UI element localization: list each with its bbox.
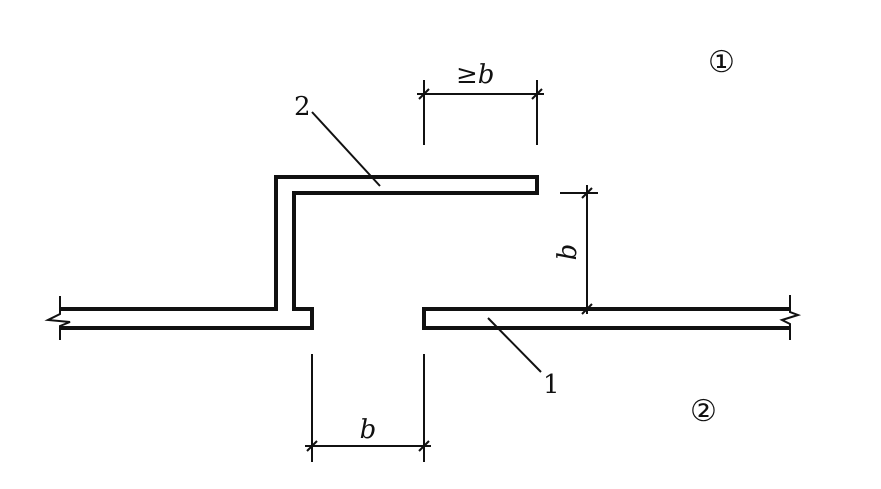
- right-break-line: [779, 295, 802, 340]
- callout-label-1: 1: [543, 370, 560, 400]
- callout-label-2: 2: [294, 92, 311, 122]
- vertical-dimension: [560, 185, 598, 315]
- top-dimension: [417, 80, 544, 145]
- left-wall-strip: [60, 175, 539, 330]
- left-break-line: [44, 296, 71, 340]
- right-wall-strip: [422, 307, 790, 330]
- dimension-label-bottom: b: [360, 415, 377, 445]
- dimension-label-vertical: b: [553, 244, 583, 261]
- region-label-1: ①: [708, 45, 735, 80]
- bottom-dimension: [305, 354, 431, 462]
- leader-line-2: [311, 111, 381, 187]
- dimension-label-top: ≥b: [456, 60, 494, 90]
- region-label-2: ②: [690, 394, 717, 429]
- leader-line-1: [487, 317, 542, 373]
